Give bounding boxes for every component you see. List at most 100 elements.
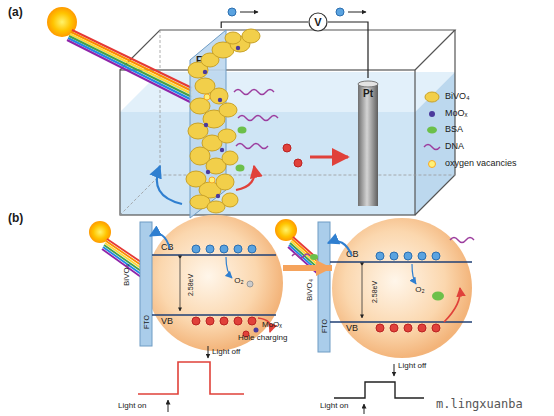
electrode-label: Pt: [363, 89, 373, 99]
light-ray: [68, 38, 192, 100]
bivo4-particle: [222, 193, 238, 207]
material-label: MoOₓ: [262, 321, 282, 329]
electron-arrow: [226, 257, 232, 278]
electron-arrow: [150, 234, 170, 249]
hole-arrow: [236, 166, 255, 190]
tank-wall: [160, 30, 161, 175]
dna-strand: [236, 144, 268, 149]
bivo4-particle: [225, 32, 241, 44]
light-on-arrow: [364, 404, 365, 414]
fto-substrate: FTO: [318, 222, 330, 352]
transition-arrow: [283, 265, 332, 271]
bivo4-particle: [216, 174, 234, 190]
legend-text: oxygen vacancies: [445, 159, 517, 168]
dna-strand: [238, 116, 278, 121]
bivo4-particle: CB2.58eVBiVO₄O₂VB: [147, 215, 283, 351]
photocurrent-trace: [334, 382, 424, 398]
electron: [404, 252, 412, 260]
meter-circle: [309, 13, 327, 31]
legend-icon: [429, 111, 435, 117]
molecule-label: O₂: [415, 286, 424, 294]
tank-wall: [415, 30, 455, 215]
electrode-label: FTO: [321, 319, 328, 333]
legend-text: DNA: [445, 142, 464, 151]
bivo4-particle: [242, 29, 260, 43]
electron-arrow: [412, 264, 416, 284]
electron: [220, 245, 228, 253]
molecule-label: O₂: [234, 277, 243, 285]
dna-strand: [450, 238, 474, 243]
dna-strand: [234, 90, 274, 95]
conduction-band: [152, 254, 276, 256]
flow-arrow: [240, 12, 258, 13]
band-label: CB: [161, 243, 174, 252]
panel-label: (b): [8, 212, 23, 224]
bandgap-arrow: [362, 266, 363, 318]
bivo4-particle: [222, 151, 238, 165]
light-ray: [70, 34, 192, 94]
hole: [234, 317, 242, 325]
tank-wall: [120, 175, 455, 215]
hole-arrow: [444, 288, 460, 322]
oxygen-molecule: [247, 281, 253, 287]
electrode-top: [358, 81, 378, 87]
legend-icon: [425, 92, 439, 102]
light-ray: [103, 247, 141, 274]
moox-dot: [216, 194, 220, 198]
light-on-label: Light on: [320, 402, 348, 410]
bsa-protein: [238, 127, 247, 134]
hole: [418, 324, 426, 332]
dna-strand: [292, 254, 310, 258]
legend-text: BiVO₄: [445, 92, 470, 101]
electron-arrow: [157, 166, 182, 204]
light-ray: [71, 32, 192, 91]
moox-dot: [254, 328, 259, 333]
electron: [228, 8, 236, 16]
oxygen-vacancy: [204, 94, 210, 100]
hole: [404, 324, 412, 332]
electron: [390, 252, 398, 260]
bivo4-particle: [218, 129, 236, 143]
tank-wall: [120, 30, 455, 70]
bivo4-particle: [188, 123, 208, 139]
watermark: m.lingxuanba: [436, 398, 523, 410]
process-note: Hole charging: [238, 334, 287, 342]
bivo4-particle: [219, 103, 237, 117]
light-ray: [67, 40, 192, 103]
meter-symbol: V: [314, 17, 321, 28]
migration-arrow: [310, 156, 348, 159]
light-ray: [72, 30, 192, 88]
electron: [418, 252, 426, 260]
light-ray: [69, 36, 192, 97]
hole: [376, 324, 384, 332]
light-on-arrow: [168, 400, 169, 412]
electron: [234, 245, 242, 253]
charge: [294, 159, 302, 167]
bivo4-particle-outline: [147, 215, 283, 351]
hole: [432, 324, 440, 332]
legend-text: MoOₓ: [445, 109, 467, 118]
oxygen-vacancy: [209, 177, 215, 183]
band-label: VB: [346, 324, 358, 333]
hole: [206, 317, 214, 325]
bsa-protein: [432, 292, 444, 301]
hole: [192, 317, 200, 325]
light-on-label: Light on: [118, 402, 146, 410]
light-off-arrow: [394, 364, 395, 376]
moox-dot: [204, 123, 208, 127]
valence-band: [152, 314, 276, 316]
fto-substrate: FTO: [140, 222, 152, 346]
light-off-label: Light off: [212, 348, 240, 356]
photocurrent-trace: [138, 362, 244, 394]
moox-dot: [218, 98, 222, 102]
light-off-arrow: [208, 346, 209, 358]
hole: [220, 317, 228, 325]
electron: [192, 245, 200, 253]
substrate-bar: [140, 222, 152, 346]
band-label: VB: [161, 317, 173, 326]
